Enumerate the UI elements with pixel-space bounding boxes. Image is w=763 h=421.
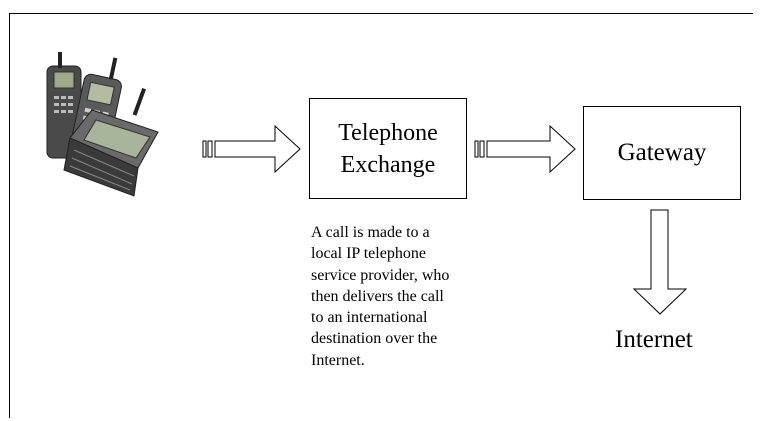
call-description-caption: A call is made to a local IP telephone s… — [311, 222, 511, 371]
phone-communicator — [63, 88, 159, 197]
caption-line-5: to an international — [311, 309, 428, 327]
caption-line-7: Internet. — [311, 351, 365, 369]
gateway-label: Gateway — [617, 139, 707, 166]
exchange-label-line-1: Telephone — [338, 119, 438, 146]
arrow-phones-to-exchange — [202, 124, 301, 174]
frame-top-border — [9, 13, 753, 14]
arrow-gateway-to-internet — [632, 209, 688, 315]
gateway-node: Gateway — [583, 106, 741, 200]
caption-line-2: local IP telephone — [311, 245, 426, 263]
frame-left-border — [9, 13, 10, 418]
arrow-exchange-to-gateway — [474, 124, 576, 174]
internet-label: Internet — [615, 326, 693, 353]
caption-line-1: A call is made to a — [311, 224, 430, 241]
exchange-label-line-2: Exchange — [340, 151, 436, 178]
telephone-exchange-label: Telephone Exchange — [338, 117, 438, 181]
caption-line-6: destination over the — [311, 330, 438, 348]
caption-line-4: then delivers the call — [311, 287, 444, 305]
caption-line-3: service provider, who — [311, 266, 450, 284]
telephone-exchange-node: Telephone Exchange — [309, 98, 467, 199]
